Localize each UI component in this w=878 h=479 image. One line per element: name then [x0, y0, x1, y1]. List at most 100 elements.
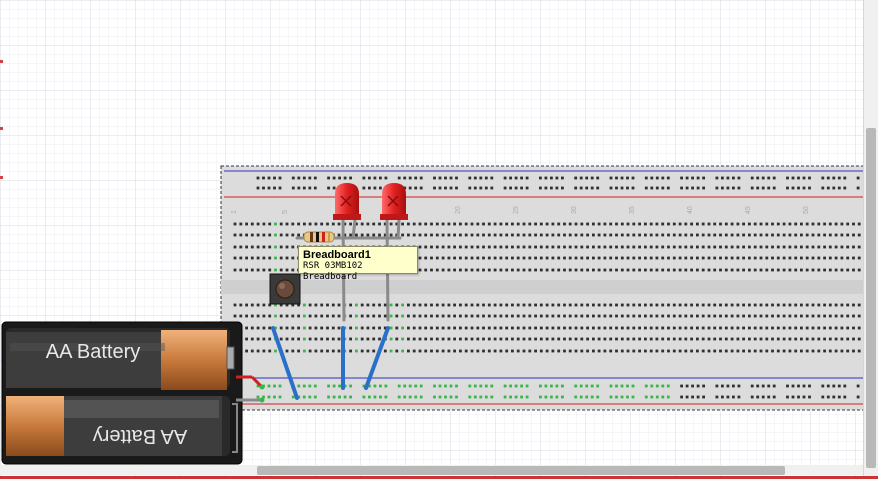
- breadboard-hole: [742, 233, 745, 237]
- breadboard-hole: [856, 384, 860, 388]
- breadboard-hole: [626, 349, 630, 353]
- breadboard-hole: [395, 222, 399, 226]
- breadboard-hole: [418, 303, 422, 307]
- breadboard-hole: [730, 268, 734, 272]
- battery-pack[interactable]: AA Battery AA Battery: [1, 321, 265, 465]
- breadboard-hole: [499, 326, 503, 330]
- breadboard-hole: [782, 268, 786, 272]
- resistor[interactable]: [303, 231, 335, 243]
- breadboard-hole: [730, 326, 734, 330]
- breadboard-hole: [337, 222, 341, 226]
- breadboard-hole: [719, 268, 722, 272]
- breadboard-hole: [403, 395, 407, 399]
- breadboard-hole: [701, 326, 705, 330]
- breadboard-hole: [250, 245, 254, 249]
- wire-blue[interactable]: [364, 326, 390, 390]
- breadboard-hole: [233, 303, 237, 307]
- breadboard-hole: [464, 222, 468, 226]
- breadboard-hole: [817, 349, 821, 353]
- breadboard-hole: [430, 256, 433, 260]
- breadboard-hole: [724, 222, 728, 226]
- breadboard-hole: [667, 233, 670, 237]
- vertical-scroll-thumb[interactable]: [866, 128, 876, 468]
- breadboard-hole: [401, 314, 404, 318]
- breadboard-hole: [579, 395, 583, 399]
- breadboard-hole: [444, 384, 447, 388]
- breadboard-hole: [418, 337, 422, 341]
- led-red[interactable]: [333, 183, 361, 220]
- breadboard-hole: [511, 233, 514, 237]
- breadboard-hole: [453, 256, 456, 260]
- breadboard-hole: [291, 303, 295, 307]
- breadboard-hole: [303, 349, 306, 353]
- breadboard-hole: [846, 268, 850, 272]
- breadboard-hole: [840, 222, 844, 226]
- breadboard-hole: [701, 256, 705, 260]
- breadboard-hole: [383, 233, 387, 237]
- breadboard-hole: [759, 256, 763, 260]
- breadboard-hole: [331, 349, 335, 353]
- breadboard-hole: [539, 176, 542, 180]
- breadboard-hole: [482, 303, 485, 307]
- horizontal-scroll-thumb[interactable]: [257, 466, 785, 475]
- breadboard-hole: [823, 256, 826, 260]
- breadboard-hole: [638, 326, 641, 330]
- breadboard-hole: [684, 326, 688, 330]
- breadboard-hole: [303, 303, 306, 307]
- breadboard-hole: [828, 337, 832, 341]
- breadboard-hole: [684, 245, 688, 249]
- breadboard-hole: [514, 384, 518, 388]
- breadboard-hole: [522, 268, 526, 272]
- breadboard-hole: [479, 176, 483, 180]
- breadboard-hole: [568, 326, 572, 330]
- breadboard-hole: [788, 337, 792, 341]
- breadboard-hole: [373, 395, 377, 399]
- led-red[interactable]: [380, 183, 408, 220]
- breadboard-hole: [724, 337, 728, 341]
- breadboard-hole: [655, 233, 659, 237]
- breadboard-hole: [568, 222, 572, 226]
- breadboard-hole: [805, 268, 809, 272]
- breadboard-hole: [650, 384, 654, 388]
- breadboard-hole: [644, 245, 647, 249]
- breadboard-hole: [596, 186, 600, 190]
- breadboard-hole: [805, 245, 809, 249]
- breadboard-hole: [516, 245, 520, 249]
- breadboard-hole: [667, 337, 670, 341]
- breadboard-hole: [750, 384, 754, 388]
- wire-blue[interactable]: [271, 326, 299, 400]
- breadboard-hole: [742, 337, 745, 341]
- breadboard-hole: [516, 326, 520, 330]
- breadboard-hole: [395, 314, 399, 318]
- breadboard-hole: [245, 233, 248, 237]
- breadboard-hole: [649, 349, 653, 353]
- breadboard-hole: [685, 395, 689, 399]
- breadboard-hole: [794, 268, 798, 272]
- breadboard-hole: [285, 314, 289, 318]
- breadboard-hole: [644, 303, 647, 307]
- breadboard-hole: [753, 303, 757, 307]
- breadboard-hole: [487, 326, 491, 330]
- breadboard-hole: [667, 326, 670, 330]
- breadboard-hole: [756, 176, 760, 180]
- breadboard-hole: [360, 222, 364, 226]
- breadboard-hole: [826, 395, 830, 399]
- pushbutton[interactable]: [269, 273, 301, 305]
- breadboard-hole: [355, 349, 358, 353]
- breadboard-hole: [534, 314, 537, 318]
- jumper-wires[interactable]: [271, 326, 390, 400]
- breadboard-hole: [817, 233, 821, 237]
- breadboard-hole: [362, 384, 366, 388]
- breadboard-hole: [449, 395, 453, 399]
- breadboard-hole: [753, 268, 757, 272]
- breadboard-hole: [765, 303, 769, 307]
- breadboard-hole: [551, 314, 555, 318]
- breadboard-hole: [435, 303, 439, 307]
- breadboard-hole: [326, 314, 329, 318]
- breadboard-hole: [551, 256, 555, 260]
- breadboard-hole: [349, 395, 352, 399]
- breadboard[interactable]: 1 5 10 15 20 25 30 35 40 45 50: [220, 165, 867, 411]
- breadboard-hole: [597, 349, 601, 353]
- breadboard-hole: [603, 245, 607, 249]
